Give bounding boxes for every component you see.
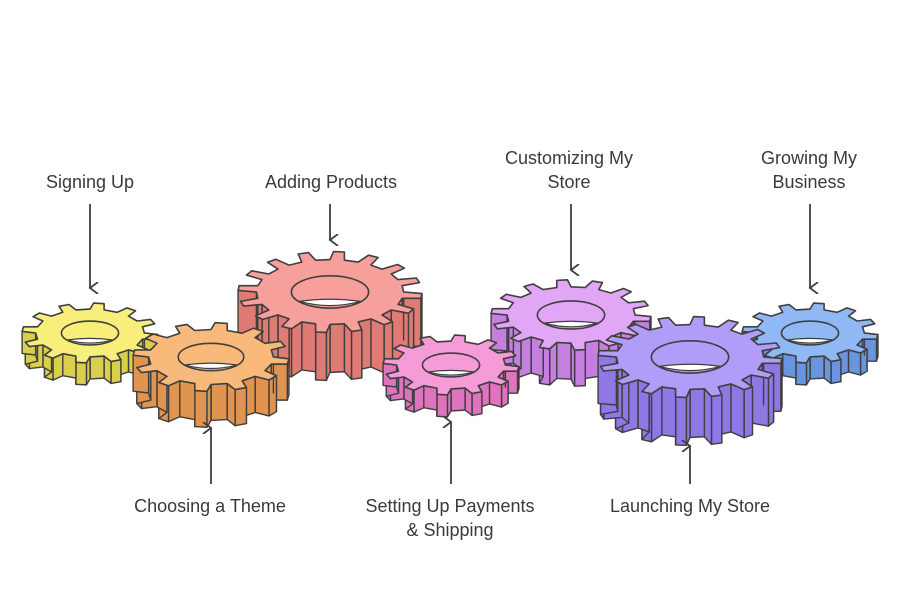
arrows-layer: [90, 204, 810, 484]
step-label-choosing-theme: Choosing a Theme: [134, 496, 286, 516]
gears-layer: [21, 250, 879, 447]
step-label-launching-store: Launching My Store: [609, 496, 771, 516]
step-label-payments-shipping: Setting Up Payments & Shipping: [365, 496, 535, 540]
step-label-growing-business: Growing My Business: [760, 148, 858, 192]
step-label-adding-products: Adding Products: [264, 172, 398, 192]
gear-launch: [597, 315, 783, 447]
gear-adding: [237, 250, 423, 382]
step-label-customizing-store: Customizing My Store: [504, 148, 634, 192]
step-label-signing-up: Signing Up: [45, 172, 135, 192]
gear-theme: [132, 321, 290, 428]
gear-payments: [382, 334, 520, 418]
